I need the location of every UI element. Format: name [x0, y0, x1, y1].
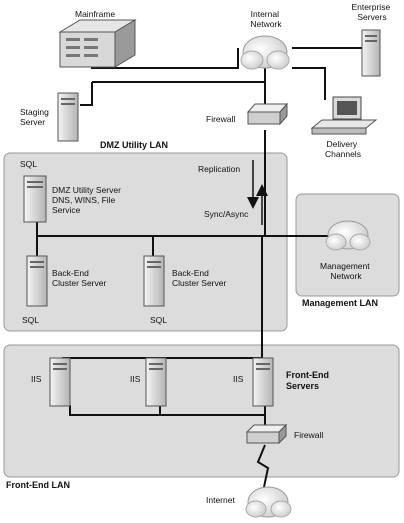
firewall-top-icon	[246, 102, 289, 126]
backend-server-1-icon	[26, 255, 48, 307]
dmz-utility-lan-title: DMZ Utility LAN	[100, 140, 168, 150]
firewall-bottom-label: Firewall	[294, 430, 323, 440]
mainframe-icon	[58, 19, 137, 68]
frontend-servers-label: Front-End Servers	[286, 370, 332, 391]
sync-async-label: Sync/Async	[204, 209, 249, 219]
dmz-utility-server-label: DMZ Utility Server DNS, WINS, File Servi…	[52, 185, 123, 215]
sql-bottom-2-label: SQL	[150, 315, 167, 325]
front-end-lan-zone	[3, 344, 400, 478]
front-end-lan-title: Front-End LAN	[6, 480, 70, 490]
iis-2-label: IIS	[130, 374, 141, 384]
internet-label: Internet	[206, 495, 235, 505]
management-lan-title: Management LAN	[302, 298, 378, 308]
sql-top-label: SQL	[20, 159, 37, 169]
iis-3-label: IIS	[233, 374, 244, 384]
internet-cloud-icon	[245, 486, 292, 518]
sql-bottom-1-label: SQL	[22, 315, 39, 325]
firewall-bottom-icon	[245, 423, 288, 445]
backend-server-2-icon	[143, 255, 165, 307]
iis-server-2-icon	[145, 357, 167, 407]
staging-server-icon	[57, 92, 79, 142]
iis-server-1-icon	[49, 357, 71, 407]
replication-label: Replication	[198, 164, 240, 174]
delivery-link	[292, 67, 326, 100]
enterprise-servers-label: Enterprise Servers	[351, 2, 392, 22]
enterprise-server-icon	[361, 29, 381, 77]
firewall-top-label: Firewall	[206, 114, 235, 124]
delivery-channels-label: Delivery Channels	[325, 139, 361, 159]
internal-network-label: Internal Network	[250, 9, 282, 29]
management-network-label: Management Network	[320, 261, 372, 281]
internal-network-cloud-icon	[240, 35, 290, 70]
dmz-utility-server-icon	[23, 175, 47, 223]
frontend-backbone-bottom	[69, 405, 265, 416]
staging-link	[80, 82, 93, 106]
firewall-to-internet	[256, 444, 270, 488]
delivery-workstation-icon	[310, 96, 378, 135]
management-network-cloud-icon	[325, 220, 371, 251]
backend-server-2-label: Back-End Cluster Server	[172, 268, 226, 288]
staging-server-label: Staging Server	[20, 107, 51, 127]
backend-server-1-label: Back-End Cluster Server	[52, 268, 106, 288]
dmz-utility-lan-zone	[3, 152, 288, 332]
iis-server-3-icon	[252, 357, 274, 407]
mainframe-label: Mainframe	[75, 9, 115, 19]
iis-1-label: IIS	[31, 374, 42, 384]
